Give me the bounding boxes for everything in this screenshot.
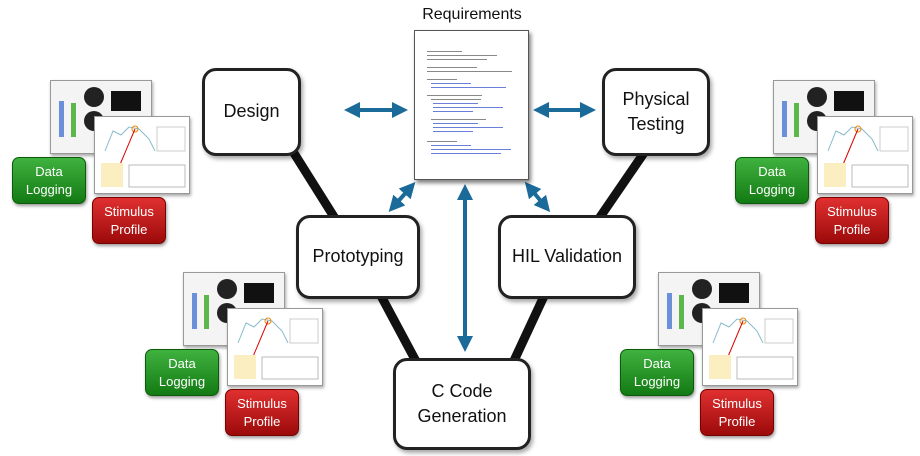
data-logging-button: Data Logging xyxy=(735,157,809,204)
data-logging-button: Data Logging xyxy=(12,157,86,204)
data-logging-button: Data Logging xyxy=(620,349,694,396)
requirements-document xyxy=(414,30,529,180)
node-design: Design xyxy=(202,68,301,156)
line-physical-hil xyxy=(594,147,650,223)
node-c-code-generation: C Code Generation xyxy=(393,358,531,450)
node-prototyping: Prototyping xyxy=(296,215,420,299)
line-hil-ccode xyxy=(507,292,550,367)
arrow-hil-requirements xyxy=(524,181,551,213)
stimulus-profile-button: Stimulus Profile xyxy=(815,197,889,244)
stimulus-profile-button: Stimulus Profile xyxy=(700,389,774,436)
requirements-label: Requirements xyxy=(422,6,522,23)
stimulus-profile-button: Stimulus Profile xyxy=(225,389,299,436)
chart-screenshot xyxy=(227,308,323,386)
stimulus-profile-button: Stimulus Profile xyxy=(92,197,166,244)
node-physical-testing: Physical Testing xyxy=(602,68,710,156)
data-logging-button: Data Logging xyxy=(145,349,219,396)
chart-screenshot xyxy=(817,116,913,194)
line-prototyping-ccode xyxy=(376,291,422,368)
line-design-prototyping xyxy=(288,147,340,223)
chart-screenshot xyxy=(94,116,190,194)
node-hil-validation: HIL Validation xyxy=(498,215,636,299)
arrow-prototyping-requirements xyxy=(388,182,416,212)
chart-screenshot xyxy=(702,308,798,386)
